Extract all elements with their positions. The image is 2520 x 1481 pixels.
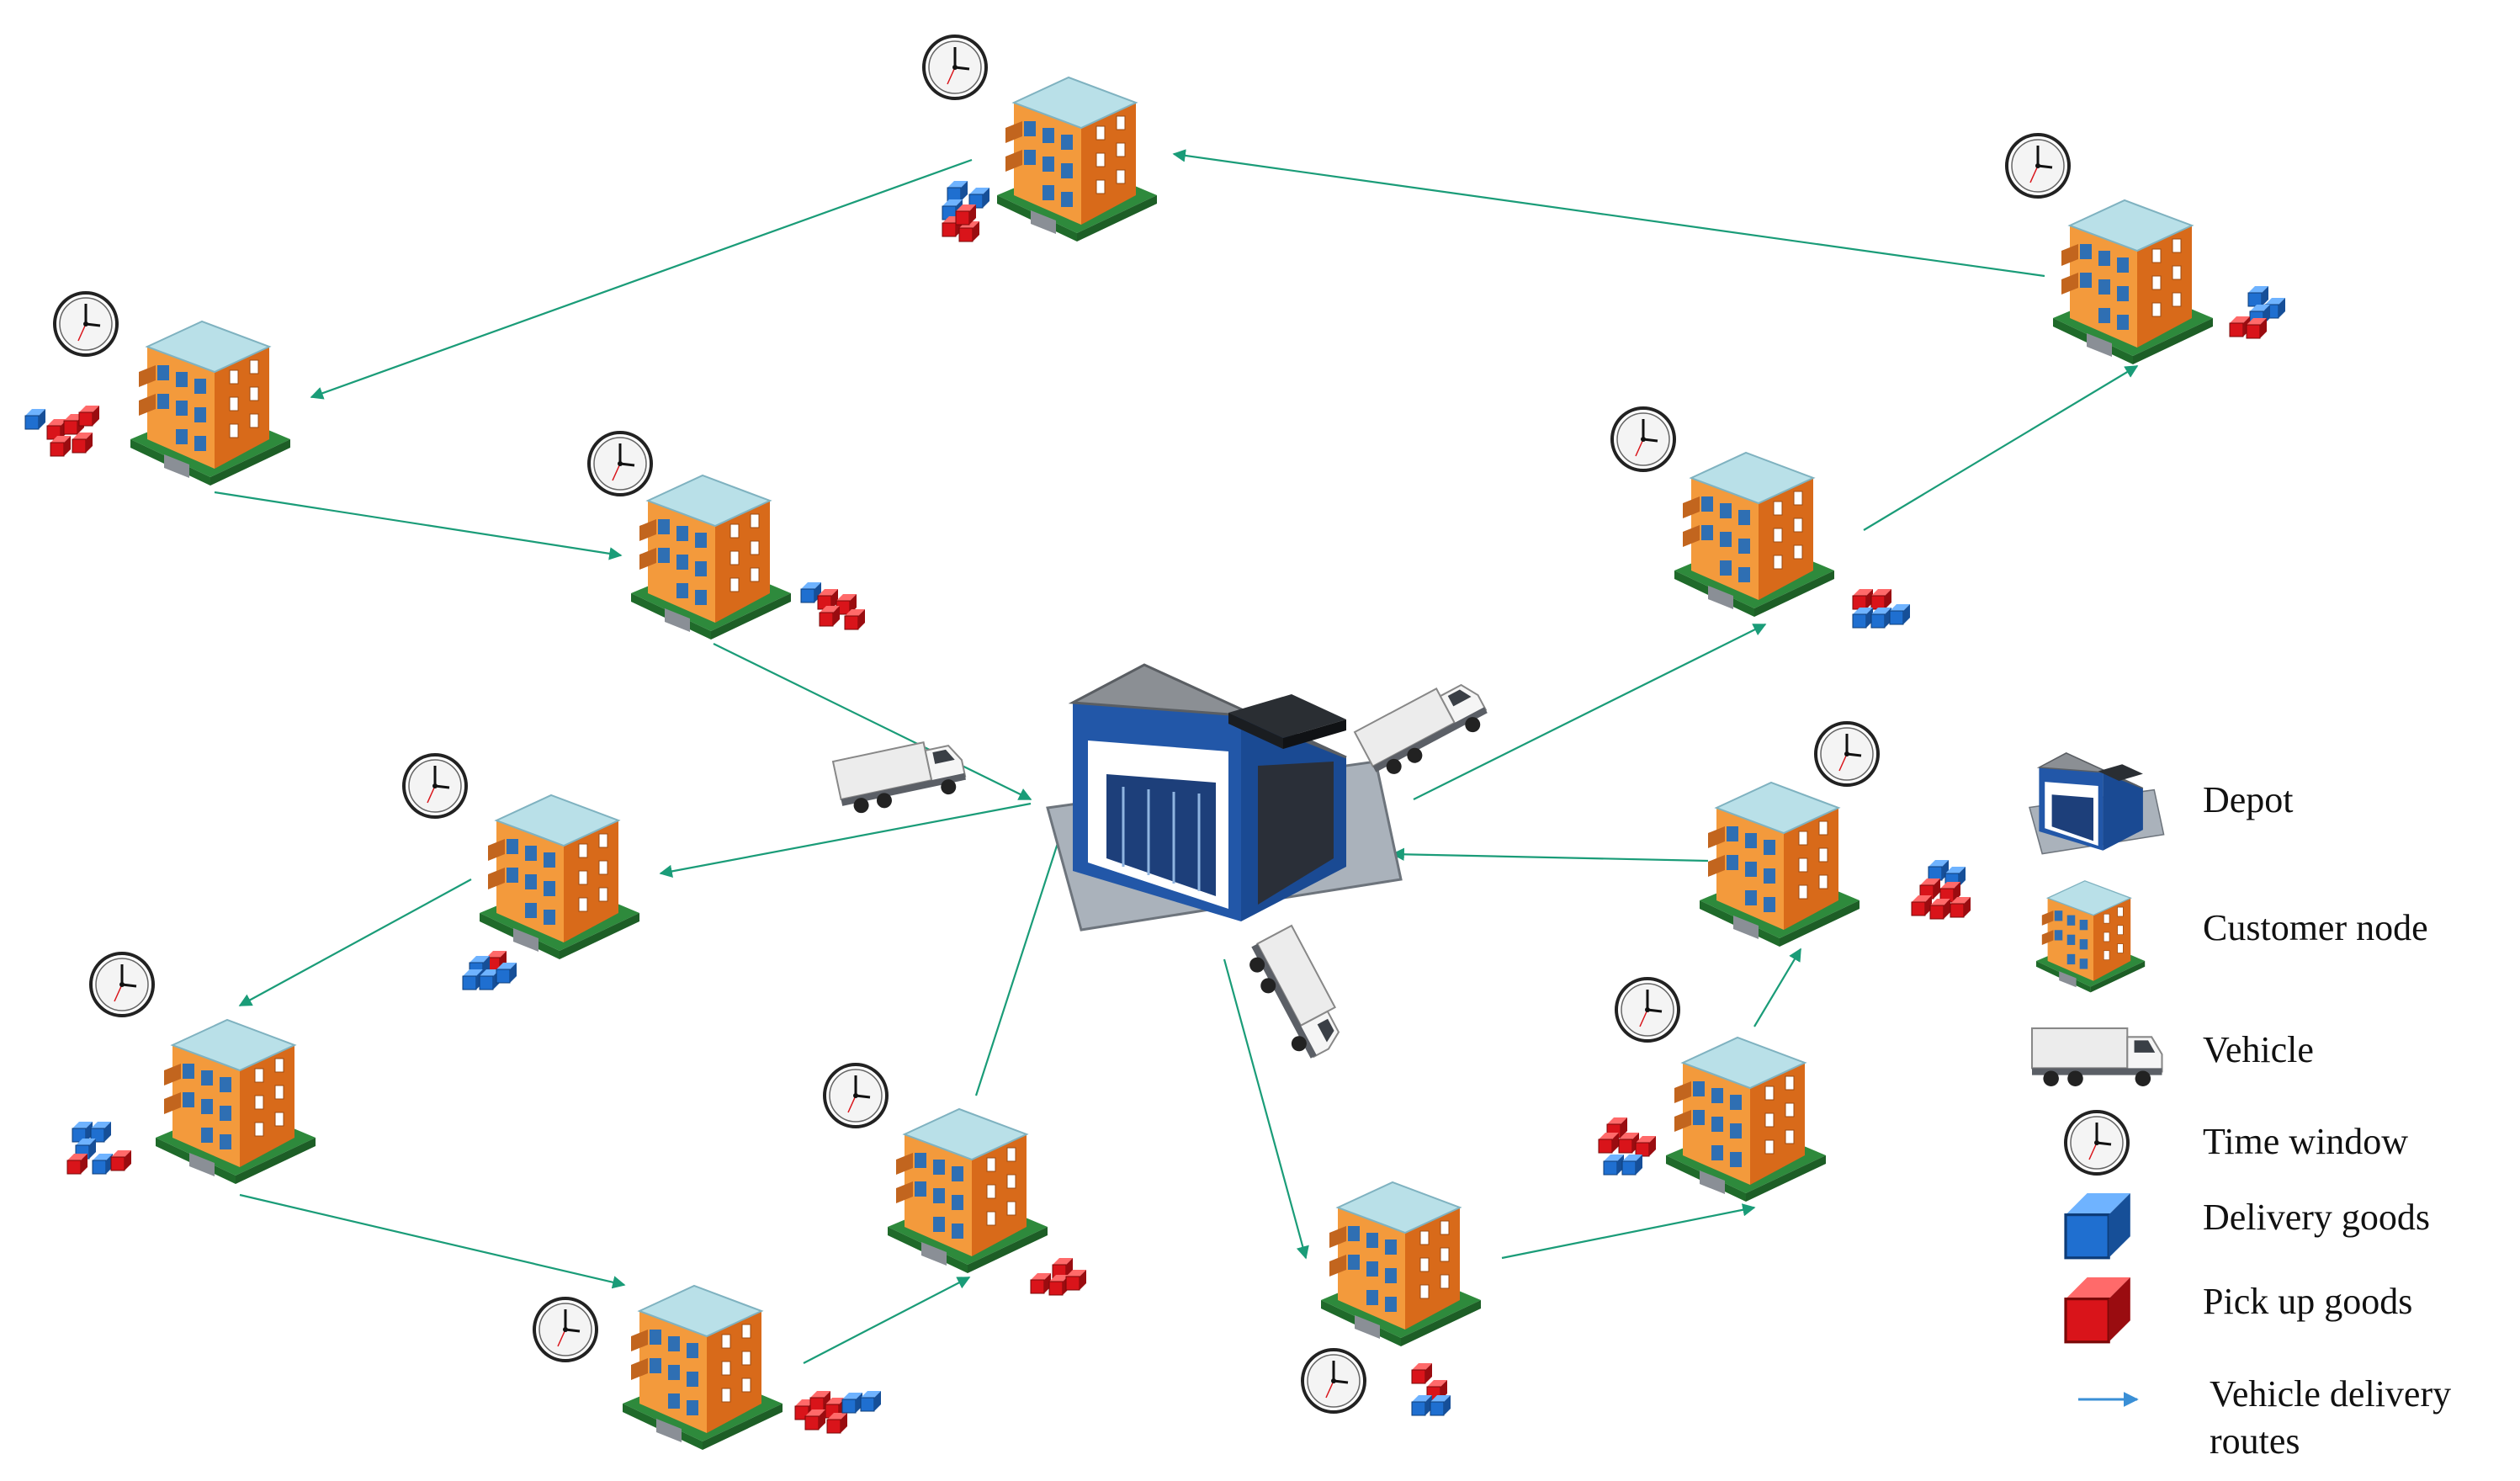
clock-icon [922,35,988,100]
truck-icon [1240,925,1352,1064]
customer-node [1674,452,1835,618]
goods-stack [942,180,990,242]
legend-label-routes-line1: Vehicle delivery [2210,1373,2452,1415]
route-arrow [1413,624,1767,800]
goods-stack [794,1390,882,1434]
goods-stack [1030,1257,1087,1296]
truck-icon [2030,1027,2163,1088]
legend-label-delivery-goods: Delivery goods [2203,1197,2431,1238]
route-arrow [803,1277,971,1364]
legend-label-routes-line2: routes [2210,1420,2300,1462]
legend-label-time-window: Time window [2203,1121,2409,1162]
route-arrow [1753,948,1801,1027]
route-arrow [238,879,472,1006]
route-arrow [1501,1203,1756,1260]
customer-node [155,1019,316,1185]
customer-node [130,321,291,486]
clock-icon [587,431,653,496]
goods-stack [462,950,517,990]
customer-node [1320,1181,1482,1347]
goods-stack [66,1121,132,1175]
customer-node [479,794,640,960]
route-arrow [214,491,623,560]
clock-icon [2005,133,2071,199]
truck-icon [832,734,969,818]
goods-stack [1411,1362,1451,1416]
clock-icon [1814,721,1880,787]
route-arrow [1863,365,2139,531]
legend-label-depot: Depot [2203,779,2294,820]
goods-stack [1911,859,1971,920]
route-arrow [713,643,1032,800]
customer-node [622,1285,783,1451]
goods-stack [1852,588,1911,629]
customer-node [2052,199,2214,365]
legend [2029,752,2165,1407]
clock-icon [823,1063,889,1128]
goods-stack [800,581,866,630]
customer-node [630,475,792,640]
clock-icon [2064,1110,2130,1176]
route-arrow [659,802,1032,878]
customer-node [1699,782,1860,948]
goods-stack [24,405,100,457]
route-arrow [974,808,1072,1096]
clock-icon [1610,406,1676,472]
route-arrow [1172,149,2045,278]
clock-icon [1301,1348,1366,1414]
pickup-box-icon [2064,1276,2132,1344]
truck-icon [1354,671,1493,783]
building-icon [2035,880,2146,994]
route-arrow [1391,847,1709,863]
route-arrow [239,1193,626,1289]
goods-stack [1598,1117,1657,1176]
clock-icon [533,1297,598,1362]
route-arrow [310,158,973,400]
vehicle-routes [214,149,2139,1364]
clock-icon [53,291,119,357]
depot [1046,663,1403,932]
clock-icon [89,952,155,1017]
customer-node [996,77,1158,242]
customer-node [1665,1037,1827,1202]
route-arrow [1223,958,1309,1260]
customer-node [887,1108,1048,1274]
clock-icon [402,753,468,819]
legend-label-customer-node: Customer node [2203,907,2428,948]
delivery-box-icon [2064,1192,2132,1260]
clock-icon [1615,977,1680,1043]
legend-label-pickup-goods: Pick up goods [2203,1281,2413,1322]
depot-icon [2029,752,2165,855]
goods-stack [2229,285,2286,339]
legend-label-vehicle: Vehicle [2203,1029,2314,1070]
